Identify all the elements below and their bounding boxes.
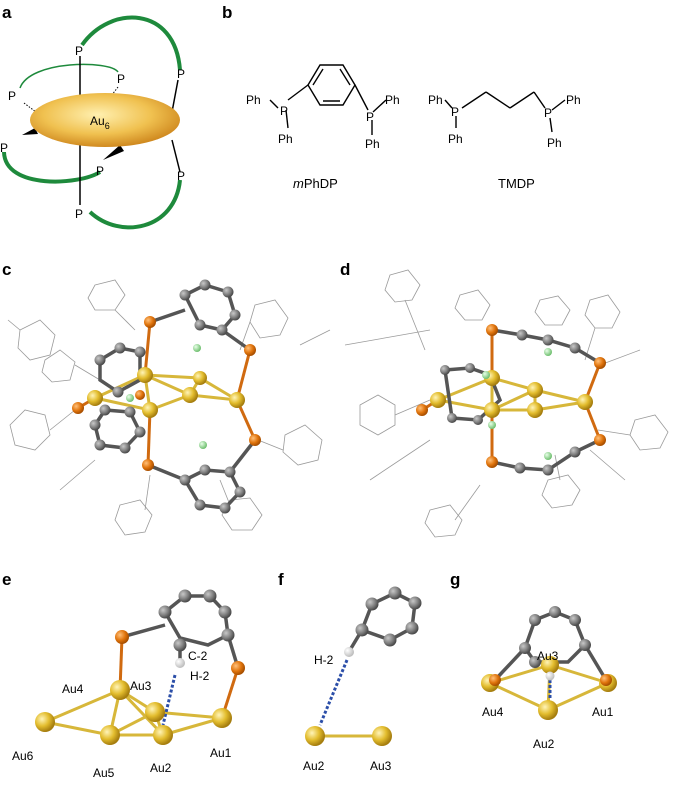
panel-label-b: b [222,3,232,22]
p-label: P [96,164,104,178]
ph-label: Ph [365,137,380,151]
panel-g-closeup: Au3 Au4 Au1 Au2 [481,606,617,751]
panel-c-structure [7,279,331,536]
panel-e-closeup: C-2 H-2 Au3 Au4 Au6 Au5 Au2 Au1 [12,589,245,780]
au-atoms [87,367,245,418]
ligand-arc-bottom [88,179,182,230]
label-au6: Au6 [12,749,34,763]
au6-core [30,93,180,147]
ph-label: Ph [385,93,400,107]
p-label: P [177,169,185,183]
label-au3: Au3 [537,649,559,663]
phosphorus-label: P [451,105,459,119]
p-label: P [75,207,83,221]
ligand-arc-top [80,15,182,71]
label-h2: H-2 [190,669,210,683]
panel-label-a: a [2,3,12,22]
ph-label: Ph [566,93,581,107]
phosphorus-label: P [544,106,552,120]
ph-label: Ph [278,132,293,146]
c-atoms [440,329,581,476]
h-atoms [482,348,552,460]
panel-b-tmdp [444,91,566,133]
ligand-arc-left [2,151,102,184]
label-au1: Au1 [592,705,614,719]
ligand-arc-thin [19,63,119,89]
p-atoms [416,324,606,468]
h-atoms [126,344,207,449]
p-label: P [75,44,83,58]
label-au3: Au3 [370,759,392,773]
panel-label-f: f [278,570,284,589]
panel-label-g: g [450,570,460,589]
label-au4: Au4 [482,705,504,719]
p-label: P [8,89,16,103]
panel-label-d: d [340,260,350,279]
label-h2: H-2 [314,653,334,667]
label-au2: Au2 [533,737,555,751]
panel-d-structure [344,269,669,538]
phosphorus-label: P [280,104,288,118]
panel-a-schematic: Au6 P P P P P P P P [0,15,185,230]
phosphorus-label: P [366,110,374,124]
ph-label: Ph [246,93,261,107]
p-label: P [177,67,185,81]
au-atoms [430,370,593,418]
mphdp-name: mPhDP [293,176,338,191]
p-atoms [72,316,261,471]
ph-label: Ph [547,136,562,150]
ph-label: Ph [428,93,443,107]
label-au2: Au2 [303,759,325,773]
label-au4: Au4 [62,682,84,696]
panel-f-closeup: H-2 Au2 Au3 [303,586,422,773]
core-label: Au6 [90,114,110,131]
label-au3: Au3 [130,679,152,693]
panel-label-e: e [2,570,11,589]
label-au5: Au5 [93,766,115,780]
panel-label-c: c [2,260,11,279]
tmdp-name: TMDP [498,176,535,191]
label-c2: C-2 [188,649,208,663]
panel-b-mphdp [269,64,387,135]
label-au2: Au2 [150,761,172,775]
p-label: P [117,72,125,86]
ph-label: Ph [448,132,463,146]
label-au1: Au1 [210,746,232,760]
p-label: P [0,141,8,155]
c-atoms [89,279,246,514]
